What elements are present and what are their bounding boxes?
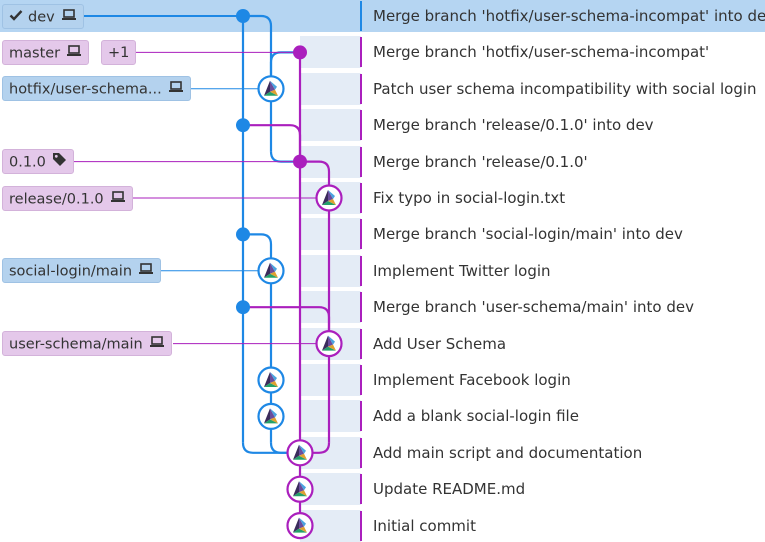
row-stripe (300, 218, 361, 251)
row-separator (360, 1, 362, 31)
commit-message[interactable]: Merge branch 'release/0.1.0' (373, 152, 588, 171)
ref-social-login-branch[interactable]: social-login/main (2, 258, 162, 284)
row-separator (360, 365, 362, 395)
laptop-icon (61, 5, 77, 30)
commit-message[interactable]: Merge branch 'hotfix/user-schema-incompa… (373, 7, 765, 25)
row-stripe (300, 254, 361, 287)
social-login-merge-edge (243, 233, 273, 271)
commit-message[interactable]: Patch user schema incompatibility with s… (373, 79, 757, 98)
commit-avatar[interactable] (257, 366, 285, 394)
merge-commit-dot[interactable] (293, 45, 307, 60)
commit-message[interactable]: Implement Facebook login (373, 371, 571, 389)
laptop-icon (138, 259, 154, 284)
ref-release-branch[interactable]: release/0.1.0 (2, 185, 133, 212)
commit-message[interactable]: Fix typo in social-login.txt (373, 189, 566, 207)
user-schema-merge-edge (243, 306, 331, 344)
tag-icon (52, 150, 67, 175)
ref-label: +1 (108, 44, 130, 61)
row-separator (360, 510, 362, 541)
row-separator (360, 474, 362, 505)
merge-commit-dot[interactable] (236, 9, 250, 23)
ref-label: release/0.1.0 (9, 191, 104, 207)
user-schema-root-edge (300, 442, 331, 454)
ref-label: social-login/main (9, 263, 133, 280)
row-separator (360, 73, 362, 104)
commit-avatar[interactable] (286, 439, 314, 467)
laptop-icon (168, 77, 184, 102)
ref-tag-0-1-0[interactable]: 0.1.0 (2, 149, 74, 175)
row-separator (360, 437, 362, 468)
merge-commit-dot[interactable] (236, 118, 250, 133)
ref-label: hotfix/user-schema... (9, 81, 162, 98)
commit-message[interactable]: Merge branch 'hotfix/user-schema-incompa… (373, 43, 710, 62)
row-separator (360, 146, 362, 177)
ref-user-schema-branch[interactable]: user-schema/main (2, 331, 172, 357)
row-separator (360, 219, 362, 250)
row-stripe (300, 109, 361, 142)
dev-branch-root-edge (241, 442, 300, 454)
ref-label: 0.1.0 (9, 154, 46, 171)
laptop-icon (149, 332, 165, 357)
hotfix-merge-edge (243, 14, 273, 89)
row-separator (360, 255, 362, 286)
commit-avatar[interactable] (315, 184, 343, 212)
row-separator (360, 183, 362, 213)
commit-message[interactable]: Merge branch 'user-schema/main' into dev (373, 298, 694, 317)
commit-message[interactable]: Implement Twitter login (373, 261, 551, 280)
ref-label: master (9, 45, 61, 62)
merge-commit-dot[interactable] (236, 300, 250, 315)
ref-label: user-schema/main (9, 336, 143, 353)
commit-avatar[interactable] (315, 330, 343, 358)
commit-avatar[interactable] (257, 257, 285, 285)
release-merge-edge (300, 160, 331, 198)
row-stripe (300, 72, 361, 105)
row-separator (360, 401, 362, 432)
merge-commit-dot[interactable] (236, 227, 250, 242)
commit-message[interactable]: Update README.md (373, 480, 526, 499)
row-stripe (300, 36, 361, 69)
ref-hotfix-branch[interactable]: hotfix/user-schema... (2, 76, 191, 102)
commit-avatar[interactable] (286, 475, 314, 503)
row-separator (360, 292, 362, 323)
commit-message[interactable]: Initial commit (373, 516, 476, 535)
commit-avatar[interactable] (286, 511, 314, 540)
commit-avatar[interactable] (257, 75, 285, 103)
row-stripe (300, 364, 361, 396)
commit-message[interactable]: Merge branch 'social-login/main' into de… (373, 225, 683, 244)
row-separator (360, 37, 362, 68)
checkmark-icon (9, 5, 23, 30)
social-login-root-edge (269, 442, 300, 454)
laptop-icon (66, 41, 82, 66)
row-separator (360, 328, 362, 359)
commit-message[interactable]: Add a blank social-login file (373, 407, 579, 426)
row-stripe (300, 400, 361, 433)
commit-message[interactable]: Add main script and documentation (373, 443, 643, 462)
merge-commit-dot[interactable] (293, 154, 307, 169)
row-separator (360, 110, 362, 141)
commit-message[interactable]: Merge branch 'release/0.1.0' into dev (373, 116, 654, 135)
commit-avatar[interactable] (257, 402, 285, 430)
laptop-icon (110, 187, 126, 212)
commit-message[interactable]: Add User Schema (373, 334, 507, 353)
ref-label: dev (28, 9, 55, 25)
ref-more-badge[interactable]: +1 (101, 39, 137, 65)
ref-master-branch[interactable]: master (2, 39, 90, 66)
ref-dev-branch[interactable]: dev (2, 3, 84, 30)
